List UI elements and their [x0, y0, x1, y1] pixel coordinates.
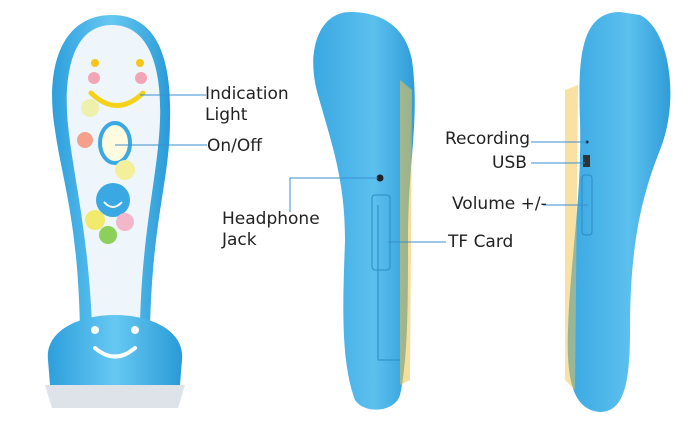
pen-right-side-view: [565, 12, 671, 412]
headphone-jack-label-line1: Headphone: [222, 209, 320, 229]
indication-light-label-line2: Light: [205, 105, 248, 125]
tf-card-label: TF Card: [448, 232, 514, 252]
indication-light-label-line1: Indication: [205, 84, 289, 104]
headphone-jack-label-line2: Jack: [222, 230, 257, 250]
volume-label: Volume +/-: [452, 194, 547, 214]
headphone-jack-label: Headphone Jack: [222, 209, 320, 251]
on-off-label: On/Off: [207, 136, 262, 156]
pen-left-side-view: [313, 12, 415, 410]
pen-front-view: [45, 15, 185, 408]
usb-label: USB: [492, 153, 527, 173]
indication-light-label: Indication Light: [205, 84, 289, 126]
recording-label: Recording: [445, 129, 531, 149]
leader-lines: [115, 94, 588, 243]
